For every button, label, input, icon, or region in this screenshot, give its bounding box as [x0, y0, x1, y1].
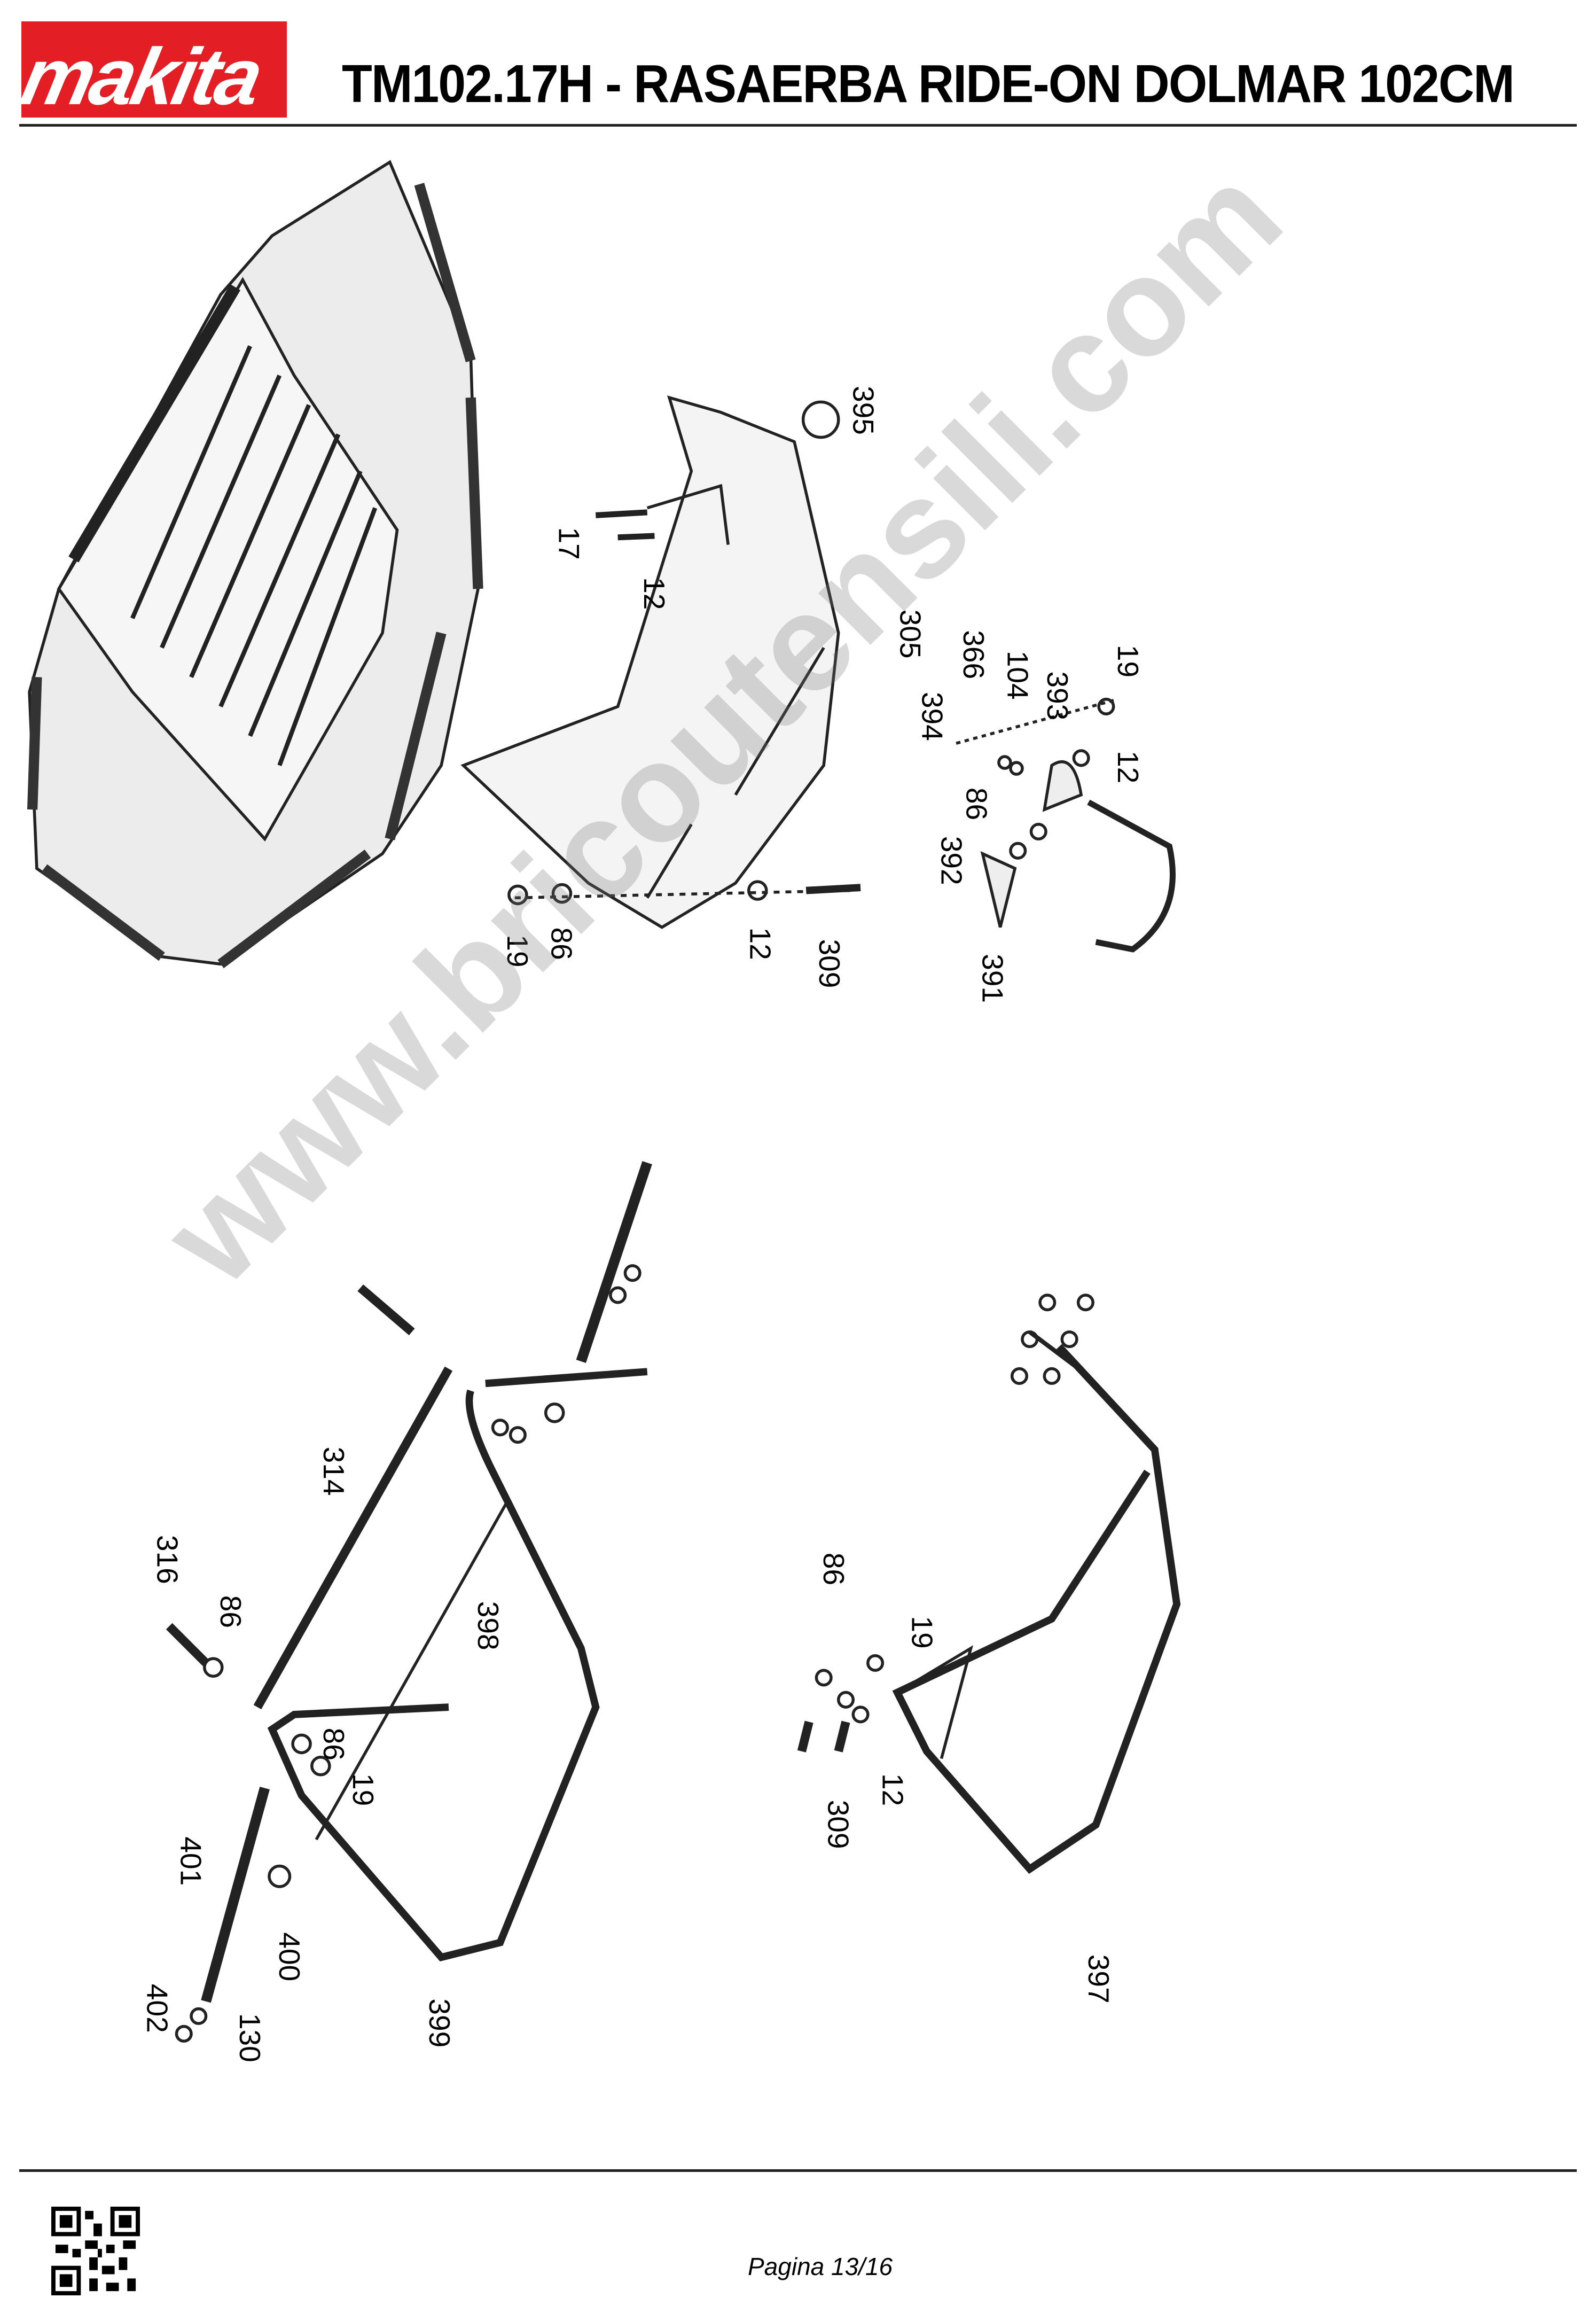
part-label: 19 — [905, 1616, 938, 1648]
part-label: 394 — [916, 692, 949, 741]
part-label: 397 — [1082, 1954, 1115, 2004]
part-label: 86 — [214, 1595, 247, 1628]
cover-drawing — [460, 395, 840, 929]
part-label: 309 — [813, 939, 846, 988]
part-label: 398 — [472, 1601, 505, 1650]
part-label: 305 — [894, 610, 927, 659]
qr-code-icon — [51, 2207, 140, 2295]
part-label: 393 — [1041, 671, 1074, 720]
part-label: 399 — [423, 1998, 456, 2047]
part-label: 391 — [976, 954, 1010, 1003]
part-label: 402 — [140, 1984, 174, 2033]
part-label: 12 — [638, 577, 671, 610]
part-label: 401 — [175, 1836, 208, 1886]
page-title: TM102.17H - RASAERBA RIDE-ON DOLMAR 102C… — [342, 54, 1515, 114]
page-number: Pagina 13/16 — [748, 2253, 893, 2280]
part-label: 12 — [1112, 751, 1145, 783]
part-label: 12 — [876, 1773, 909, 1806]
makita-logo: makita — [21, 21, 287, 118]
header-divider — [19, 124, 1577, 127]
part-label: 392 — [935, 836, 968, 885]
frame-left-drawing — [166, 1161, 652, 2043]
part-label: 19 — [501, 934, 534, 967]
part-label: 86 — [317, 1728, 350, 1761]
part-label: 19 — [1112, 645, 1145, 677]
part-label: 366 — [957, 630, 990, 679]
part-label: 314 — [317, 1447, 350, 1496]
footer-divider — [19, 2169, 1577, 2172]
part-label: 19 — [347, 1773, 380, 1806]
part-label: 130 — [233, 2013, 267, 2062]
frame-right-drawing — [797, 1294, 1181, 1874]
part-label: 12 — [744, 928, 777, 960]
part-label: 86 — [817, 1553, 850, 1585]
part-label: 17 — [552, 527, 585, 559]
part-label: 316 — [151, 1535, 184, 1584]
part-label: 86 — [545, 928, 578, 960]
part-label: 395 — [847, 386, 880, 435]
part-label: 86 — [960, 788, 993, 820]
part-label: 309 — [822, 1800, 855, 1849]
part-label: 104 — [1001, 651, 1034, 700]
part-label: 400 — [273, 1932, 306, 1981]
